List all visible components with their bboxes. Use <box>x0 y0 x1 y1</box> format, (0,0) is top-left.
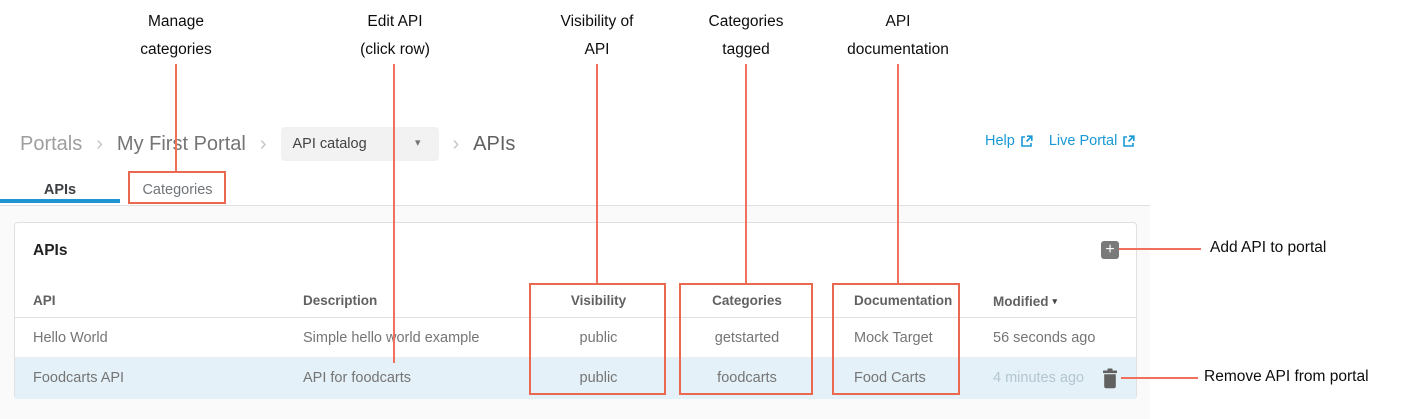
annotation-box-visibility-column <box>529 283 666 395</box>
annotation-line-add-api <box>1119 248 1201 250</box>
external-link-icon <box>1020 134 1033 148</box>
annotation-remove-api: Remove API from portal <box>1204 368 1369 385</box>
table-header-row: API Description Visibility Categories Do… <box>15 284 1136 318</box>
breadcrumb-current-page: APIs <box>473 132 516 155</box>
annotation-manage-categories: Manage categories <box>140 13 212 58</box>
annotation-box-documentation-column <box>832 283 960 395</box>
breadcrumb-portals-link[interactable]: Portals <box>20 132 83 155</box>
cell-description: API for foodcarts <box>303 370 411 386</box>
annotation-line-documentation <box>897 64 899 283</box>
chevron-right-icon: › <box>96 132 103 155</box>
tab-apis[interactable]: APIs <box>43 181 77 198</box>
api-catalog-dropdown[interactable]: API catalog ▾ <box>280 127 439 161</box>
cell-api: Foodcarts API <box>33 370 125 386</box>
annotation-api-documentation: API documentation <box>847 13 949 58</box>
annotation-visibility: Visibility of API <box>560 13 634 58</box>
tabbar-divider <box>0 205 1150 206</box>
column-header-modified-label: Modified <box>993 294 1049 309</box>
help-link[interactable]: Help <box>985 133 1033 149</box>
annotation-box-categories-tab <box>128 171 226 204</box>
column-header-categories[interactable]: Categories <box>712 293 782 308</box>
column-header-modified[interactable]: Modified▾ <box>993 284 1057 318</box>
api-catalog-dropdown-value: API catalog <box>292 136 367 152</box>
table-row-foodcarts[interactable]: Foodcarts API API for foodcarts public f… <box>15 358 1136 399</box>
cell-documentation: Food Carts <box>854 370 926 386</box>
cell-modified: 4 minutes ago <box>993 370 1085 386</box>
cell-modified: 56 seconds ago <box>993 330 1096 346</box>
chevron-right-icon: › <box>259 132 267 155</box>
annotation-edit-api: Edit API (click row) <box>360 13 430 58</box>
annotation-box-categories-column <box>679 283 813 395</box>
top-links: Help Live Portal <box>985 133 1135 149</box>
column-header-api[interactable]: API <box>33 293 56 308</box>
remove-api-button[interactable] <box>1101 368 1119 389</box>
annotation-categories-tagged: Categories tagged <box>708 13 784 58</box>
apis-panel: APIs + API Description Visibility Catego… <box>14 222 1137 399</box>
annotation-line-remove-api <box>1121 377 1198 379</box>
cell-visibility: public <box>579 370 618 386</box>
annotation-line-manage-categories <box>175 64 177 171</box>
cell-api: Hello World <box>33 330 108 346</box>
plus-icon: + <box>1105 241 1115 258</box>
cell-description: Simple hello world example <box>303 330 480 346</box>
cell-documentation: Mock Target <box>854 330 933 346</box>
dropdown-caret-icon: ▾ <box>414 137 421 149</box>
cell-categories: foodcarts <box>717 370 777 386</box>
sort-desc-icon: ▾ <box>1052 296 1058 306</box>
live-portal-link[interactable]: Live Portal <box>1049 133 1136 149</box>
panel-title: APIs <box>33 242 68 259</box>
column-header-documentation[interactable]: Documentation <box>854 293 953 308</box>
help-link-label: Help <box>985 133 1015 149</box>
column-header-visibility[interactable]: Visibility <box>570 293 627 308</box>
table-row-hello-world[interactable]: Hello World Simple hello world example p… <box>15 318 1136 358</box>
cell-visibility: public <box>579 330 618 346</box>
cell-categories: getstarted <box>714 330 780 346</box>
annotation-add-api: Add API to portal <box>1210 239 1327 256</box>
annotation-line-edit-api <box>393 64 395 363</box>
breadcrumb: Portals › My First Portal › API catalog … <box>20 126 515 162</box>
external-link-icon <box>1122 134 1135 148</box>
chevron-right-icon: › <box>452 132 460 155</box>
trash-icon <box>1103 368 1117 389</box>
annotation-line-categories <box>745 64 747 283</box>
live-portal-link-label: Live Portal <box>1048 133 1118 149</box>
annotation-line-visibility <box>596 64 598 283</box>
add-api-button[interactable]: + <box>1101 241 1119 259</box>
tab-categories[interactable]: Categories <box>142 181 213 198</box>
breadcrumb-portal-link[interactable]: My First Portal <box>116 132 246 155</box>
active-tab-underline <box>0 199 120 203</box>
column-header-description[interactable]: Description <box>303 293 378 308</box>
